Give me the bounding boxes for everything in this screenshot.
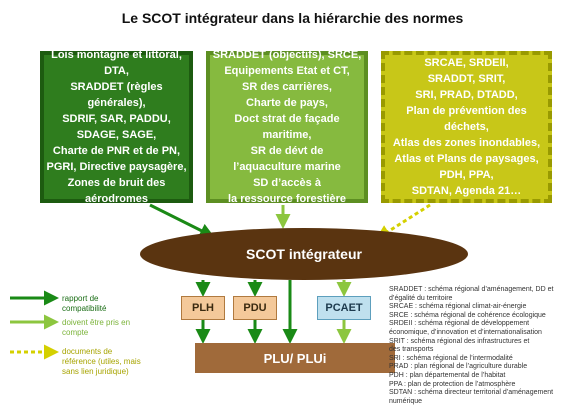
pdu-box: PDU [233,296,277,320]
box-line: PDH, PPA, [439,169,494,181]
pcaet-box: PCAET [317,296,371,320]
legend-line: documents de [62,347,113,356]
box-line: PGRI, Directive paysagère, [46,161,187,173]
glossary-line: des transports [389,346,434,354]
glossary-line: numérique [389,397,423,405]
box-line: Equipements Etat et CT, [224,65,350,77]
box-line: Atlas des zones inondables, [392,137,541,149]
diagram-title: Le SCOT intégrateur dans la hiérarchie d… [121,10,464,26]
box-line: SDAGE, SAGE, [76,129,157,141]
glossary-line: économique, d’innovation et d’internatio… [389,328,542,336]
account-norms-list: SRADDET (objectifs), SRCE, Equipements E… [210,47,364,207]
box-line: la ressource forestière [227,193,346,205]
legend-line: compatibilité [62,304,107,313]
glossary-line: SRDEII : schéma régional de développemen… [389,320,530,328]
box-line: Charte de pays, [246,97,328,109]
box-line: Zones de bruit des aérodromes [67,177,166,205]
box-line: Lois montagne et littoral, [51,49,182,61]
box-line: Atlas et Plans de paysages, [394,153,539,165]
reference-docs-box: SRCAE, SRDEII, SRADDT, SRIT, SRI, PRAD, … [381,51,552,203]
box-line: SRADDET (objectifs), SRCE, [212,49,362,61]
box-line: SRADDT, SRIT, [427,73,506,85]
box-line: SD d’accès à [253,177,321,189]
legend-reference: documents de référence (utiles, mais san… [62,347,141,377]
glossary-line: SRCAE : schéma régional climat-air-énerg… [389,303,527,311]
legend-line: compte [62,328,89,337]
box-line: SRCAE, SRDEII, [424,57,509,69]
account-norms-box: SRADDET (objectifs), SRCE, Equipements E… [206,49,368,205]
box-line: Doct strat de façade maritime, [234,113,340,141]
legend-line: référence (utiles, mais [62,357,141,366]
legend-line: sans lien juridique) [62,367,129,376]
glossary-line: SRADDET : schéma régional d’aménagement,… [389,286,554,293]
glossary-line: PRAD : plan régional de l’agriculture du… [389,363,528,371]
box-line: SR des carrières, [242,81,332,93]
plu-label: PLU/ PLUi [263,350,327,366]
glossary-line: d’égalité du territoire [389,294,453,302]
glossary-line: SRI : schéma régional de l’intermodalité [389,354,513,362]
plu-bar: PLU/ PLUi [195,343,395,373]
box-line: Plan de prévention des déchets, [406,105,527,133]
legend-line: doivent être pris en [62,318,131,327]
binding-norms-list: Lois montagne et littoral, DTA, SRADDET … [44,47,189,207]
glossary-line: PPA : plan de protection de l’atmosphère [389,380,516,388]
box-line: SRI, PRAD, DTADD, [415,89,518,101]
legend-account: doivent être pris en compte [62,318,130,338]
box-line: SR de dévt de [250,145,324,157]
glossary-line: SRCE : schéma régional de cohérence écol… [389,311,546,319]
glossary-line: PDH : plan départemental de l’habitat [389,371,506,379]
glossary-line: SRIT : schéma régional des infrastructur… [389,337,530,345]
legend-line: rapport de [62,294,99,303]
binding-norms-box: Lois montagne et littoral, DTA, SRADDET … [40,49,193,205]
scot-ellipse: SCOT intégrateur [140,228,468,280]
scot-label: SCOT intégrateur [246,246,362,262]
box-line: l’aquaculture marine [233,161,341,173]
glossary-line: SDTAN : schéma directeur territorial d’a… [389,389,554,397]
box-line: SDRIF, SAR, PADDU, [62,113,171,125]
reference-docs-list: SRCAE, SRDEII, SRADDT, SRIT, SRI, PRAD, … [385,55,548,199]
legend-compatibility: rapport de compatibilité [62,294,106,314]
box-line: SRADDET (règles générales), [70,81,163,109]
box-line: SDTAN, Agenda 21… [411,185,522,197]
abbreviations-glossary: SRADDET : schéma régional d’aménagement,… [389,286,569,406]
arrow-left-to-scot [149,203,215,238]
plh-box: PLH [181,296,225,320]
box-line: Charte de PNR et de PN, [52,145,181,157]
box-line: DTA, [104,65,129,77]
